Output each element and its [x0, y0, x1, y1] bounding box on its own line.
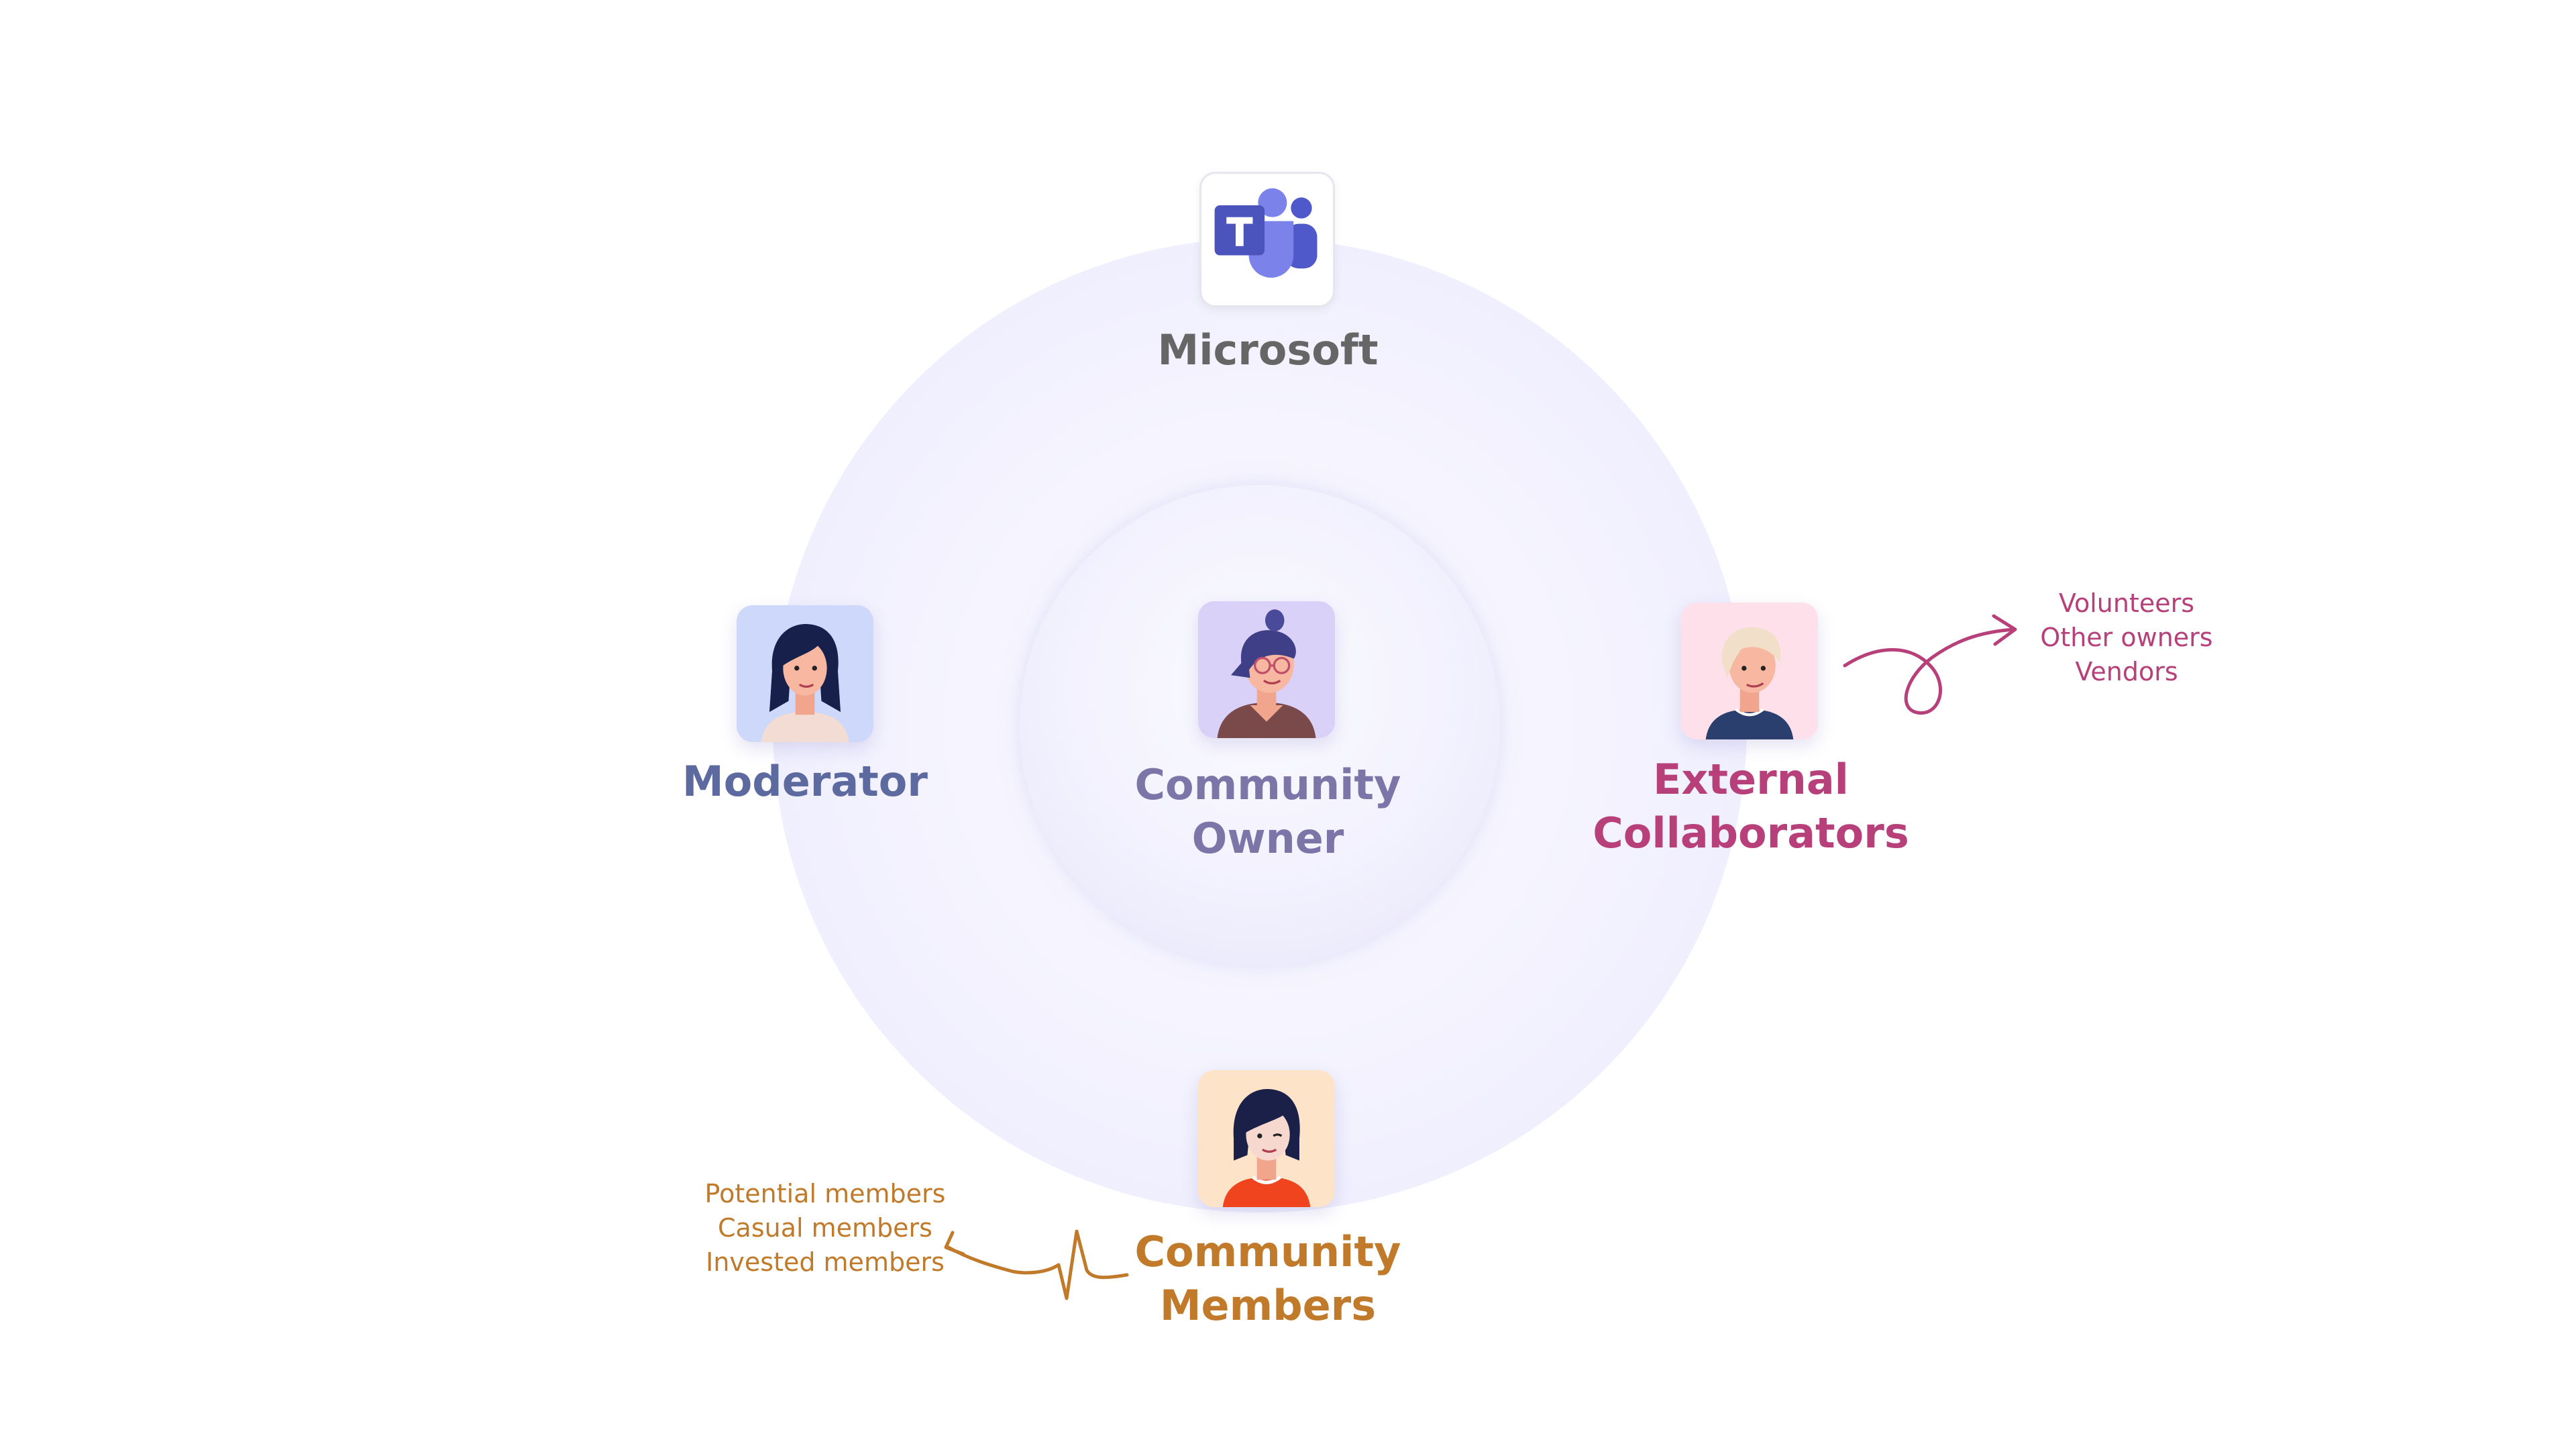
external-collaborators-label-line2: Collaborators [1593, 809, 1909, 858]
microsoft-teams-tile [1199, 172, 1335, 307]
members-zigzag-arrow [944, 1229, 1129, 1300]
moderator-label: Moderator [682, 757, 928, 806]
community-owner-tile [1198, 601, 1335, 738]
external-note-item: Other owners [2040, 623, 2213, 652]
members-note-item: Potential members [704, 1179, 946, 1208]
external-collaborator-avatar [1681, 603, 1818, 739]
members-note-item: Invested members [706, 1247, 945, 1277]
moderator-avatar [737, 605, 873, 742]
community-members-tile [1198, 1070, 1335, 1207]
external-note-item: Vendors [2075, 657, 2178, 686]
members-note-item: Casual members [718, 1213, 932, 1243]
community-members-label-line1: Community [1134, 1227, 1401, 1276]
microsoft-label: Microsoft [1157, 325, 1379, 374]
external-collaborators-label-line1: External [1653, 755, 1849, 804]
external-collaborators-label: External Collaborators [1590, 753, 1912, 860]
community-members-label: Community Members [1100, 1225, 1436, 1333]
community-owner-label-line1: Community [1134, 760, 1401, 809]
members-notes: Potential members Casual members Investe… [698, 1177, 953, 1280]
microsoft-teams-icon [1214, 188, 1318, 278]
community-owner-label: Community Owner [1100, 758, 1436, 866]
external-notes: Volunteers Other owners Vendors [2019, 586, 2234, 689]
external-collaborators-tile [1681, 603, 1818, 739]
community-owner-label-line2: Owner [1191, 814, 1344, 863]
external-loop-arrow [1843, 614, 2017, 715]
community-members-label-line2: Members [1159, 1281, 1377, 1330]
community-owner-avatar [1198, 601, 1335, 738]
community-member-avatar [1198, 1070, 1335, 1207]
external-note-item: Volunteers [2058, 588, 2195, 618]
moderator-tile [737, 605, 873, 742]
